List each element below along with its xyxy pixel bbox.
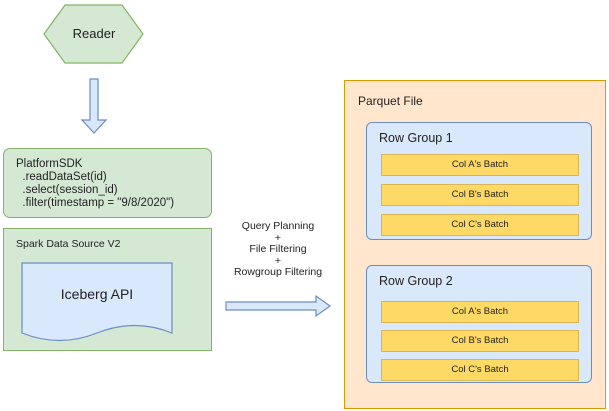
row-group-title: Row Group 2: [379, 274, 453, 288]
column-batch: Col C's Batch: [381, 214, 579, 236]
column-batch: Col A's Batch: [381, 301, 579, 323]
sdk-line: .readDataSet(id): [16, 171, 107, 183]
sdk-line: .select(session_id): [16, 184, 118, 196]
reader-label: Reader: [72, 26, 116, 41]
sdk-line: .filter(timestamp = "9/8/2020"): [16, 197, 175, 209]
row-group-1: Row Group 1 Col A's Batch Col B's Batch …: [366, 122, 592, 240]
spark-data-source-title: Spark Data Source V2: [16, 238, 121, 250]
arrow-caption-line: +: [274, 254, 282, 267]
column-batch: Col B's Batch: [381, 330, 579, 352]
arrow-caption-line: File Filtering: [249, 243, 307, 255]
row-group-title: Row Group 1: [379, 131, 453, 145]
parquet-file-title: Parquet File: [358, 94, 423, 108]
arrow-caption: Query Planning + File Filtering + Rowgro…: [219, 220, 337, 279]
column-batch: Col B's Batch: [381, 184, 579, 206]
arrow-caption-line: Query Planning: [241, 220, 315, 232]
platform-sdk-box: [3, 148, 212, 218]
reader-hexagon: [43, 4, 144, 64]
down-arrow: [80, 78, 108, 134]
iceberg-api-label: Iceberg API: [60, 286, 134, 302]
column-batch: Col C's Batch: [381, 359, 579, 381]
arrow-caption-line: +: [274, 231, 282, 244]
row-group-2: Row Group 2 Col A's Batch Col B's Batch …: [366, 265, 592, 383]
arrow-caption-line: Rowgroup Filtering: [233, 266, 323, 278]
column-batch: Col A's Batch: [381, 154, 579, 176]
iceberg-document-shape: [21, 262, 173, 342]
platform-sdk-code: PlatformSDK .readDataSet(id) .select(ses…: [16, 158, 174, 210]
sdk-line: PlatformSDK: [16, 158, 83, 170]
right-arrow: [225, 294, 332, 318]
